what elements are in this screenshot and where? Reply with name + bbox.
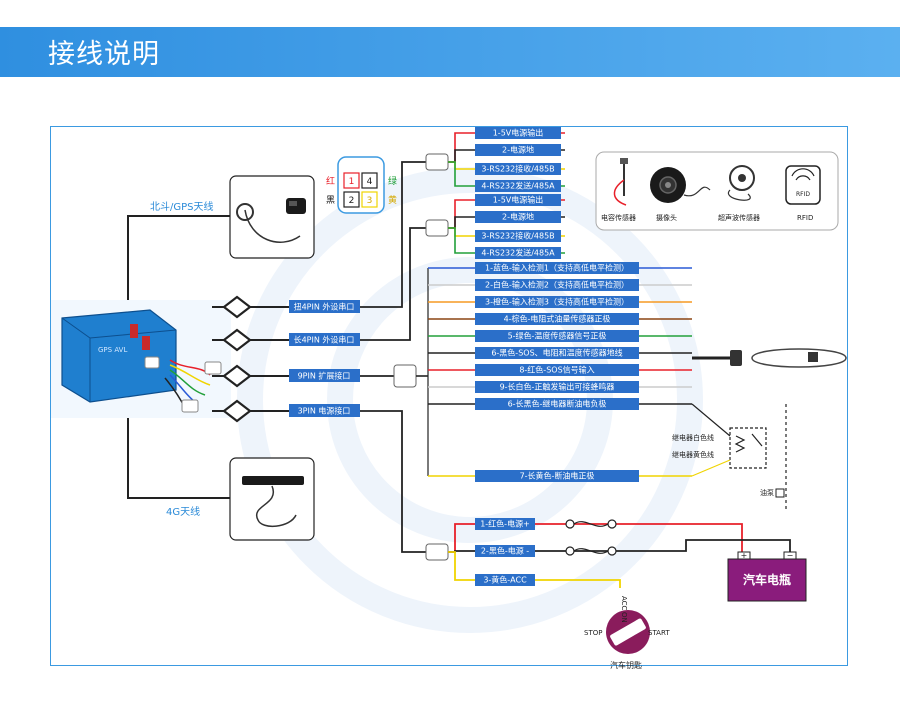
- legend-yellow: 黄: [388, 194, 397, 206]
- gps-device: GPS AVL: [51, 300, 231, 418]
- relay-section: [691, 403, 787, 510]
- port-3pin: 3PIN 电源接口: [212, 399, 360, 423]
- g4-antenna-label: 4G天线: [166, 505, 200, 518]
- g1-label-1: 1-5V电源输出: [493, 128, 544, 138]
- pump-label: 油泵: [760, 488, 774, 497]
- power-label-1: 1-红色-电源+: [480, 519, 530, 529]
- capacitive-sensor-icon: [613, 158, 628, 206]
- pin9-label-7: 8-红色-SOS信号输入: [519, 365, 594, 375]
- pin9-label-4: 4-棕色-电阻式油量传感器正极: [504, 314, 611, 324]
- gps-cable: [244, 209, 301, 243]
- g1-label-4: 4-RS232发送/485A: [481, 181, 555, 191]
- camera-icon: [650, 167, 711, 203]
- pin9-label-8: 9-长白色-正触发输出可接蜂鸣器: [500, 382, 615, 392]
- port-4pin-b: 长4PIN 外设串口: [212, 328, 360, 352]
- pin9-label-10: 7-长黄色-断油电正极: [520, 471, 595, 481]
- connector-legend: 1 4 2 3 红 黑 绿 黄: [326, 156, 397, 214]
- pin9-label-2: 2-白色-输入检测2（支持高低电平检测）: [485, 280, 629, 290]
- gps-antenna-box: [229, 175, 315, 259]
- pin-3: 3: [367, 196, 373, 206]
- battery-label: 汽车电瓶: [743, 572, 791, 587]
- pin9-label-3: 3-橙色-输入检测3（支持高低电平检测）: [485, 297, 629, 307]
- rfid-icon-text: RFID: [796, 191, 810, 198]
- page-title: 接线说明: [48, 39, 160, 70]
- port-trunks: [360, 161, 426, 553]
- ignition-acc: ACC: [620, 596, 628, 611]
- g2-label-1: 1-5V电源输出: [493, 195, 544, 205]
- pin-2: 2: [349, 196, 355, 206]
- rfid-icon: RFID: [785, 165, 821, 205]
- accessory-capacitive: 电容传感器: [601, 213, 636, 222]
- port-9pin: 9PIN 扩展接口: [212, 364, 360, 388]
- group1-labels: 1-5V电源输出 2-电源地 3-RS232接收/485B 4-RS232发送/…: [475, 127, 561, 192]
- g4-antenna-icon: [242, 476, 304, 485]
- ignition-stop: STOP: [584, 629, 602, 637]
- gps-antenna-label: 北斗/GPS天线: [150, 200, 214, 213]
- port-label-3pin: 3PIN 电源接口: [298, 406, 351, 416]
- ultrasonic-sensor-icon: [727, 165, 755, 201]
- header-bar: 接线说明: [0, 27, 900, 77]
- ignition-key-label: 汽车钥匙: [610, 660, 642, 670]
- accessory-ultrasonic: 超声波传感器: [718, 213, 760, 222]
- pin-4: 4: [367, 177, 373, 187]
- port-label-4pin-a: 扭4PIN 外设串口: [294, 302, 355, 312]
- g2-label-4: 4-RS232发送/485A: [481, 248, 555, 258]
- g2-label-2: 2-电源地: [502, 212, 534, 222]
- legend-green: 绿: [388, 175, 397, 187]
- power-labels: 1-红色-电源+ 2-黑色-电源 - 3-黄色-ACC: [475, 518, 535, 586]
- ignition-key-icon: [606, 610, 650, 654]
- pin9-label-9: 6-长黑色-继电器断油电负极: [508, 399, 607, 409]
- pin9-label-6: 6-黑色-SOS、电阻和温度传感器地线: [491, 348, 622, 358]
- group2-labels: 1-5V电源输出 2-电源地 3-RS232接收/485B 4-RS232发送/…: [475, 194, 561, 259]
- power-label-3: 3-黄色-ACC: [483, 575, 527, 585]
- relay-yellow-label: 继电器黄色线: [672, 450, 714, 459]
- ignition-on: ON: [620, 612, 628, 623]
- fuses: [565, 519, 617, 556]
- pin9-label-5: 5-绿色-温度传感器信号正极: [508, 331, 607, 341]
- battery-minus: −: [787, 551, 794, 560]
- diagram-frame: [50, 126, 848, 666]
- relay-white-label: 继电器白色线: [672, 433, 714, 442]
- g2-label-3: 3-RS232接收/485B: [481, 231, 554, 241]
- legend-black: 黑: [326, 195, 335, 206]
- power-label-2: 2-黑色-电源 -: [481, 546, 529, 556]
- g1-label-2: 2-电源地: [502, 145, 534, 155]
- port-label-4pin-b: 长4PIN 外设串口: [294, 335, 355, 345]
- device-label: GPS AVL: [98, 346, 127, 354]
- temperature-sensor-icon: [692, 348, 847, 368]
- port-label-9pin: 9PIN 扩展接口: [298, 371, 351, 381]
- port-4pin-a: 扭4PIN 外设串口: [212, 295, 360, 319]
- pin9-label-1: 1-蓝色-输入检测1（支持高低电平检测）: [485, 263, 629, 273]
- accessories-box: RFID 电容传感器 摄像头 超声波传感器 RFID: [595, 151, 839, 231]
- accessory-camera: 摄像头: [656, 213, 677, 222]
- g1-label-3: 3-RS232接收/485B: [481, 164, 554, 174]
- car-battery: 汽车电瓶 + −: [727, 551, 807, 602]
- g4-antenna-box: [229, 457, 315, 541]
- power-wires: [448, 523, 791, 588]
- ignition-start: START: [648, 629, 670, 637]
- pin9-labels: 1-蓝色-输入检测1（支持高低电平检测） 2-白色-输入检测2（支持高低电平检测…: [475, 262, 639, 482]
- battery-plus: +: [741, 551, 748, 560]
- pump-icon: [775, 488, 785, 498]
- accessory-rfid: RFID: [797, 214, 813, 222]
- pin-1: 1: [349, 177, 355, 187]
- legend-red: 红: [326, 175, 335, 187]
- antenna-wires: [127, 215, 230, 499]
